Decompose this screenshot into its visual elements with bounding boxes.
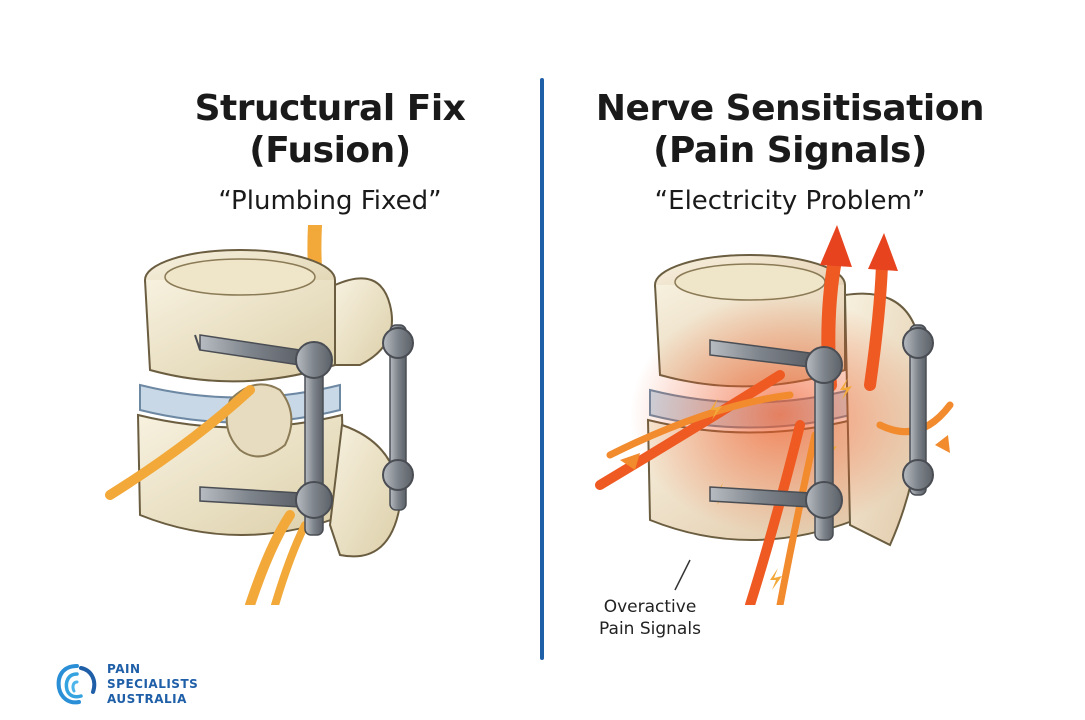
logo-line3: AUSTRALIA [107,692,187,706]
upper-vertebra [144,249,393,383]
logo-wordmark: PAIN SPECIALISTS AUSTRALIA [107,662,198,707]
right-panel-title: Nerve Sensitisation (Pain Signals) [560,88,1020,172]
lightning-icon [770,568,782,590]
logo-line1: PAIN [107,662,141,676]
nerve-icon [245,510,295,605]
pain-glow [630,295,930,535]
fused-spine-illustration [105,225,414,605]
pain-arrow-icon [620,453,640,470]
pain-arrow-icon [935,435,950,453]
right-panel-subtitle: “Electricity Problem” [654,186,926,216]
pain-arrow-icon [864,233,898,391]
rod-icon [909,324,927,496]
logo-line2: SPECIALISTS [107,677,199,691]
left-panel-title: Structural Fix (Fusion) [100,88,560,172]
nerve-icon [105,385,255,500]
nerve-icon [776,431,819,605]
nerve-sensitisation-illustration [595,225,954,605]
lightning-icon [840,378,852,400]
right-title-line1: Nerve Sensitisation [595,88,985,129]
bone-graft [225,383,293,458]
left-title-line1: Structural Fix [194,88,466,129]
annotation-line2: Pain Signals [599,619,701,639]
nerve-icon [271,521,309,605]
nerve-icon [595,370,785,490]
nerve-icon [745,420,805,605]
panel-divider [540,78,544,660]
left-panel-subtitle: “Plumbing Fixed” [218,186,442,216]
left-title-line2: (Fusion) [249,130,411,171]
annotation-line1: Overactive [603,597,697,617]
lightning-icon [710,398,722,420]
fingerprint-logo-icon [56,664,97,705]
overactive-pain-signals-label: Overactive Pain Signals [560,596,740,640]
right-title-line2: (Pain Signals) [653,130,927,171]
nerve-icon [606,391,794,459]
pain-specialists-australia-logo: PAIN SPECIALISTS AUSTRALIA [55,662,235,708]
annotation-leader-line [674,559,691,591]
